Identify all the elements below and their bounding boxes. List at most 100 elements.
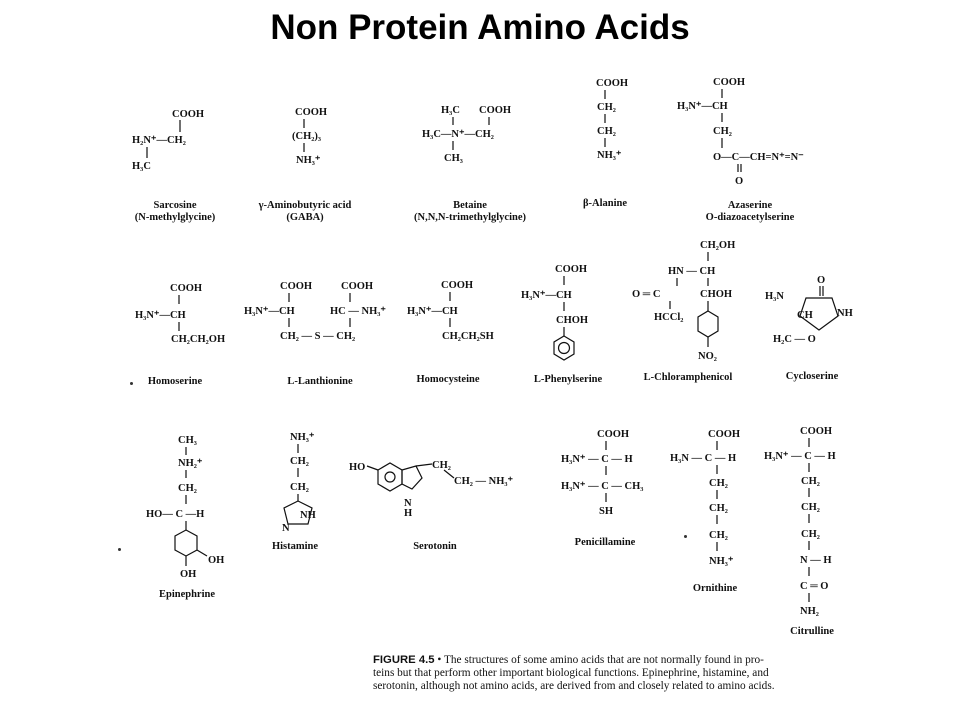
svg-text:CH₂OH: CH₂OH	[700, 240, 735, 251]
caption-figure-number: FIGURE 4.5	[373, 654, 435, 666]
caption-text-3: serotonin, although not amino acids, are…	[373, 680, 775, 692]
label-cycloserine: Cycloserine	[772, 371, 852, 383]
svg-text:NO₂: NO₂	[698, 351, 717, 362]
svg-text:NH₂: NH₂	[800, 606, 819, 617]
svg-text:CH₂ — S — CH₂: CH₂ — S — CH₂	[280, 331, 355, 342]
svg-text:CH₂: CH₂	[432, 460, 451, 471]
label-homoserine-name: Homoserine	[147, 376, 203, 387]
label-sarcosine: Sarcosine (N-methylglycine)	[120, 200, 230, 224]
label-serotonin-name: Serotonin	[413, 541, 457, 552]
label-epinephrine: Epinephrine	[142, 589, 232, 601]
svg-text:COOH: COOH	[441, 280, 473, 291]
svg-text:HCCl₂: HCCl₂	[654, 312, 683, 323]
label-beta-alanine: β-Alanine	[565, 198, 645, 210]
label-betaine-name: Betaine	[453, 200, 487, 211]
structure-citrulline: COOH H₃N⁺ — C — H CH₂ CH₂ CH₂ N — H C ═ …	[764, 426, 836, 617]
structure-homoserine: COOH H₃N⁺—CH CH₂CH₂OH	[135, 283, 225, 345]
label-phenylserine: L-Phenylserine	[520, 374, 616, 386]
label-homocysteine: Homocysteine	[403, 374, 493, 386]
svg-text:H₃N — C — H: H₃N — C — H	[670, 453, 736, 464]
label-ornithine: Ornithine	[675, 583, 755, 595]
structure-ornithine: COOH H₃N — C — H CH₂ CH₂ CH₂ NH₃⁺	[670, 429, 740, 567]
svg-text:CH₂: CH₂	[709, 530, 728, 541]
scan-dot	[130, 382, 133, 385]
scan-dot	[684, 535, 687, 538]
svg-text:CH₂: CH₂	[178, 483, 197, 494]
structure-cycloserine: O H₃N CH NH H₂C — O	[765, 275, 853, 345]
svg-text:CH₂: CH₂	[709, 503, 728, 514]
svg-text:N: N	[404, 498, 412, 509]
label-phenylserine-name: L-Phenylserine	[533, 374, 603, 385]
label-betaine: Betaine (N,N,N-trimethylglycine)	[400, 200, 540, 224]
svg-text:COOH: COOH	[708, 429, 740, 440]
structure-gaba: COOH (CH₂)₃ NH₃⁺	[292, 107, 327, 166]
structure-chloramphenicol: CH₂OH HN — CH O ═ C CHOH HCCl₂ NO₂	[632, 240, 735, 362]
label-citrulline-name: Citrulline	[790, 626, 834, 637]
svg-text:H₃N: H₃N	[765, 291, 784, 302]
structure-betaine: H₃C COOH H₃C—N⁺—CH₂ CH₃	[422, 105, 511, 164]
svg-text:COOH: COOH	[341, 281, 373, 292]
label-lanthionine-name: L-Lanthionine	[287, 376, 353, 387]
svg-text:COOH: COOH	[597, 429, 629, 440]
svg-text:CH₂: CH₂	[597, 126, 616, 137]
label-cycloserine-name: Cycloserine	[785, 371, 839, 382]
figure-scan	[118, 64, 843, 692]
svg-text:CH₂CH₂SH: CH₂CH₂SH	[442, 331, 494, 342]
svg-text:H₂C — O: H₂C — O	[773, 334, 816, 345]
svg-text:OH: OH	[180, 569, 196, 580]
label-serotonin: Serotonin	[395, 541, 475, 553]
svg-text:COOH: COOH	[800, 426, 832, 437]
svg-text:H₃C: H₃C	[132, 161, 151, 172]
svg-text:CH₂CH₂OH: CH₂CH₂OH	[171, 334, 225, 345]
svg-text:OH: OH	[208, 555, 224, 566]
label-chloramphenicol: L-Chloramphenicol	[628, 372, 748, 384]
label-chloramphenicol-name: L-Chloramphenicol	[643, 372, 733, 383]
svg-text:NH₃⁺: NH₃⁺	[290, 432, 315, 443]
svg-text:H₃C—N⁺—CH₂: H₃C—N⁺—CH₂	[422, 129, 494, 140]
structure-homocysteine: COOH H₃N⁺—CH CH₂CH₂SH	[407, 280, 494, 342]
svg-text:H₃N⁺ — C — H: H₃N⁺ — C — H	[764, 451, 836, 462]
label-penicillamine: Penicillamine	[560, 537, 650, 549]
svg-text:NH₃⁺: NH₃⁺	[296, 155, 321, 166]
label-sarcosine-name: Sarcosine	[153, 200, 197, 211]
svg-text:CH₂: CH₂	[290, 456, 309, 467]
svg-text:CHOH: CHOH	[700, 289, 732, 300]
svg-text:H₃N⁺—CH: H₃N⁺—CH	[407, 306, 458, 317]
svg-text:H₃N⁺ — C — H: H₃N⁺ — C — H	[561, 454, 633, 465]
svg-text:O—C—CH=N⁺=N⁻: O—C—CH=N⁺=N⁻	[713, 152, 804, 163]
label-homocysteine-name: Homocysteine	[416, 374, 480, 385]
label-histamine: Histamine	[255, 541, 335, 553]
caption-line-1: FIGURE 4.5 • The structures of some amin…	[373, 654, 833, 667]
structure-beta-alanine: COOH CH₂ CH₂ NH₃⁺	[596, 78, 628, 161]
svg-text:CH₂: CH₂	[801, 476, 820, 487]
structure-lanthionine: COOH COOH H₃N⁺—CH HC — NH₃⁺ CH₂ — S — CH…	[244, 281, 386, 342]
svg-text:COOH: COOH	[555, 264, 587, 275]
structure-sarcosine: COOH H₂N⁺—CH₂ H₃C	[132, 109, 204, 172]
svg-text:CH₂: CH₂	[709, 478, 728, 489]
label-citrulline: Citrulline	[772, 626, 852, 638]
label-epinephrine-name: Epinephrine	[158, 589, 216, 600]
svg-text:CH₂: CH₂	[801, 529, 820, 540]
svg-text:COOH: COOH	[280, 281, 312, 292]
caption-text-1: The structures of some amino acids that …	[443, 654, 764, 666]
svg-text:CH₂ — NH₃⁺: CH₂ — NH₃⁺	[454, 476, 514, 487]
svg-text:C ═ O: C ═ O	[800, 581, 828, 592]
label-azaserine-sub: O-diazoacetylserine	[705, 212, 795, 223]
svg-text:COOH: COOH	[295, 107, 327, 118]
label-azaserine: Azaserine O-diazoacetylserine	[685, 200, 815, 224]
svg-text:CH₂: CH₂	[290, 482, 309, 493]
label-sarcosine-sub: (N-methylglycine)	[134, 212, 216, 223]
label-gaba-name: γ-Aminobutyric acid	[258, 200, 352, 211]
label-beta-alanine-name: β-Alanine	[582, 198, 628, 209]
svg-text:O: O	[735, 176, 743, 187]
caption-bullet: •	[437, 654, 442, 666]
svg-text:N — H: N — H	[800, 555, 832, 566]
svg-text:H₃N⁺—CH: H₃N⁺—CH	[677, 101, 728, 112]
figure-caption: FIGURE 4.5 • The structures of some amin…	[373, 654, 833, 693]
label-gaba-sub: (GABA)	[286, 212, 324, 223]
structure-phenylserine: COOH H₃N⁺—CH CHOH	[521, 264, 588, 361]
label-lanthionine: L-Lanthionine	[270, 376, 370, 388]
svg-text:COOH: COOH	[170, 283, 202, 294]
svg-text:(CH₂)₃: (CH₂)₃	[292, 131, 321, 142]
svg-text:CH₂: CH₂	[801, 502, 820, 513]
